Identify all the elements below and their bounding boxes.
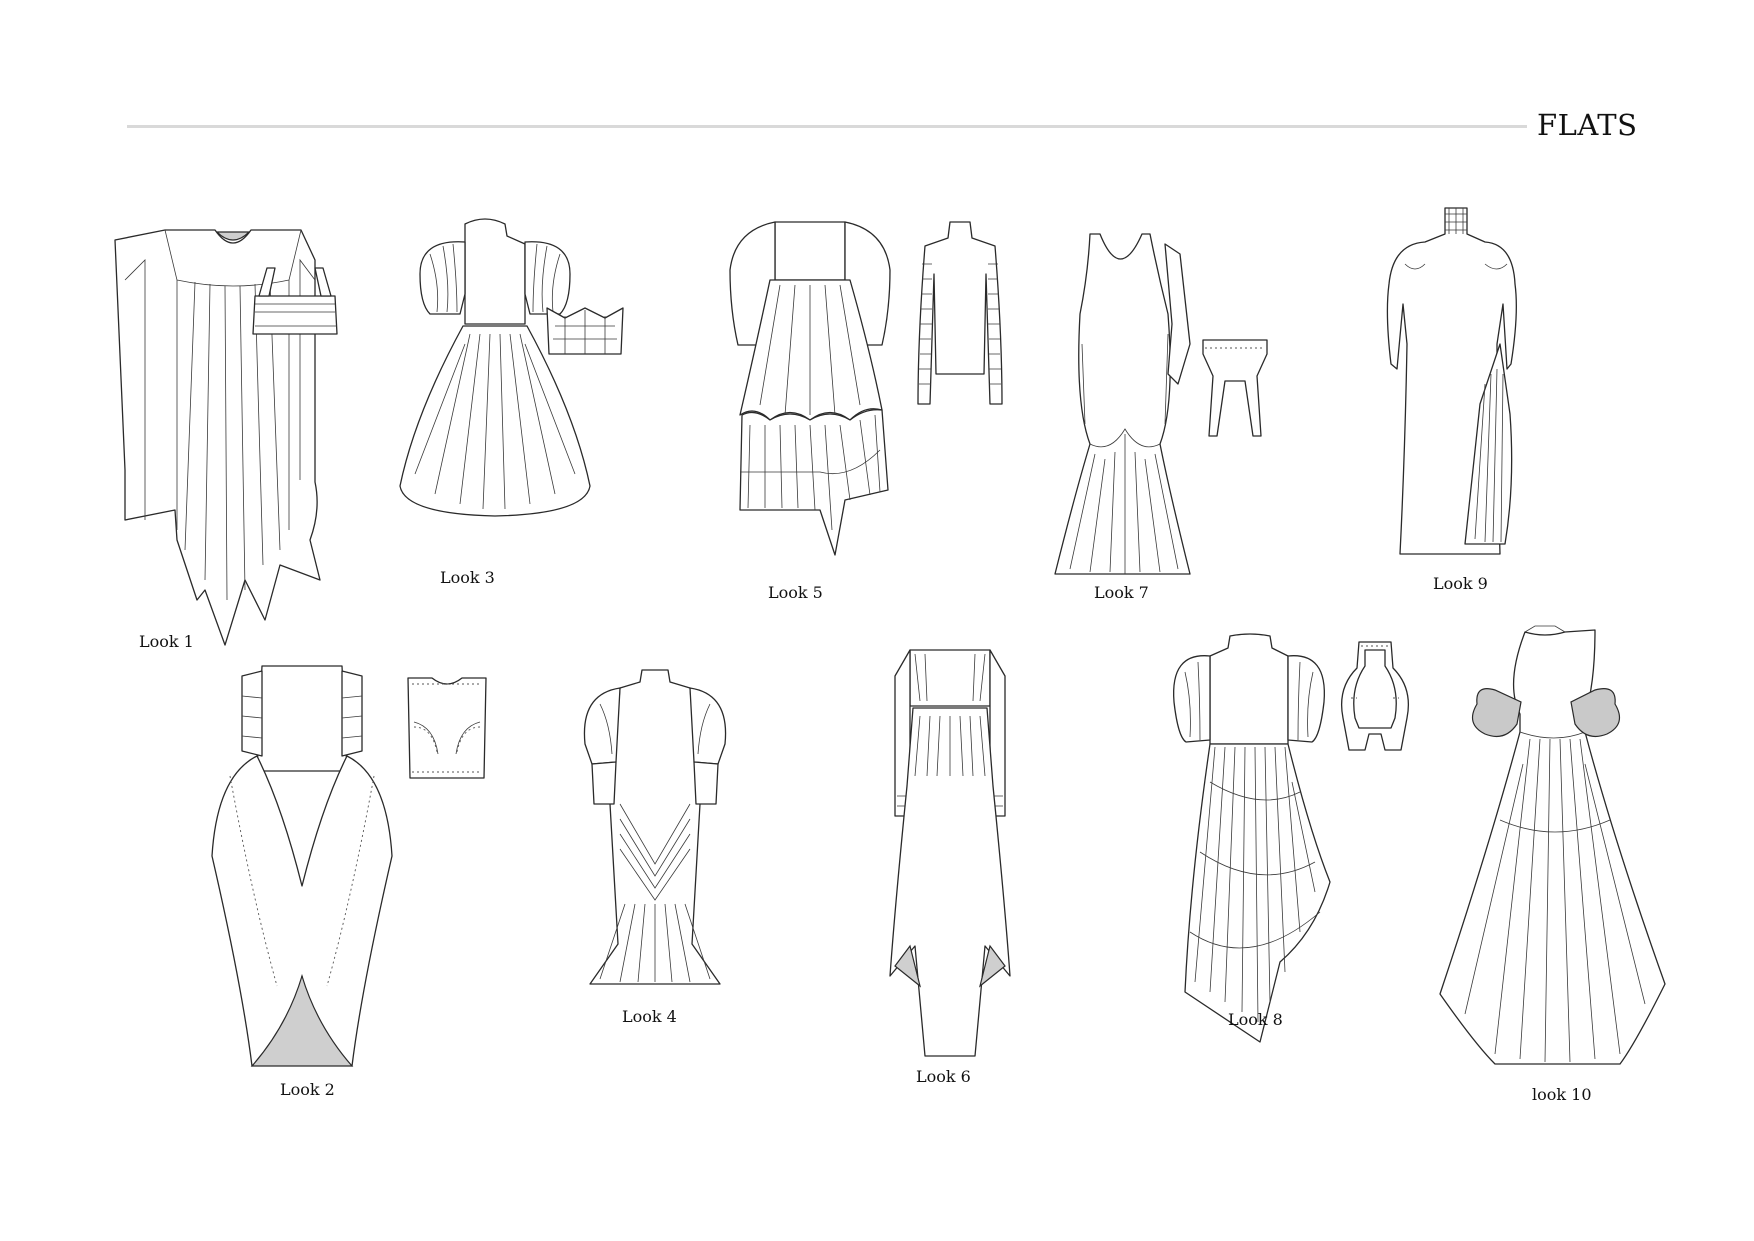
header-rule (127, 125, 1527, 128)
look-4-label: Look 4 (622, 1007, 677, 1026)
look-10-label: look 10 (1532, 1085, 1592, 1104)
look-2-top-flat (402, 672, 492, 782)
look-3-flat (395, 214, 595, 554)
look-3-corset-flat (545, 306, 625, 356)
look-1-top-flat (245, 266, 345, 346)
look-5-flat (720, 210, 900, 560)
page-title: FLATS (1537, 108, 1638, 142)
look-9-label: Look 9 (1433, 574, 1488, 593)
look-8-flat (1170, 632, 1340, 1043)
look-7-flat (1050, 224, 1200, 584)
look-7-label: Look 7 (1094, 583, 1149, 602)
look-7-garter-flat (1195, 336, 1275, 446)
look-2-label: Look 2 (280, 1080, 335, 1099)
look-2-flat (211, 656, 432, 1067)
look-3-label: Look 3 (440, 568, 495, 587)
look-8-label: Look 8 (1228, 1010, 1283, 1029)
look-5-top-flat (910, 214, 1010, 414)
look-5-label: Look 5 (768, 583, 823, 602)
look-8-bodice-flat (1335, 638, 1415, 758)
look-6-flat (875, 646, 1025, 1066)
look-4-flat (580, 664, 730, 994)
look-1-label: Look 1 (139, 632, 194, 651)
look-9-flat (1385, 204, 1535, 564)
look-10-flat (1435, 624, 1685, 1065)
look-6-label: Look 6 (916, 1067, 971, 1086)
